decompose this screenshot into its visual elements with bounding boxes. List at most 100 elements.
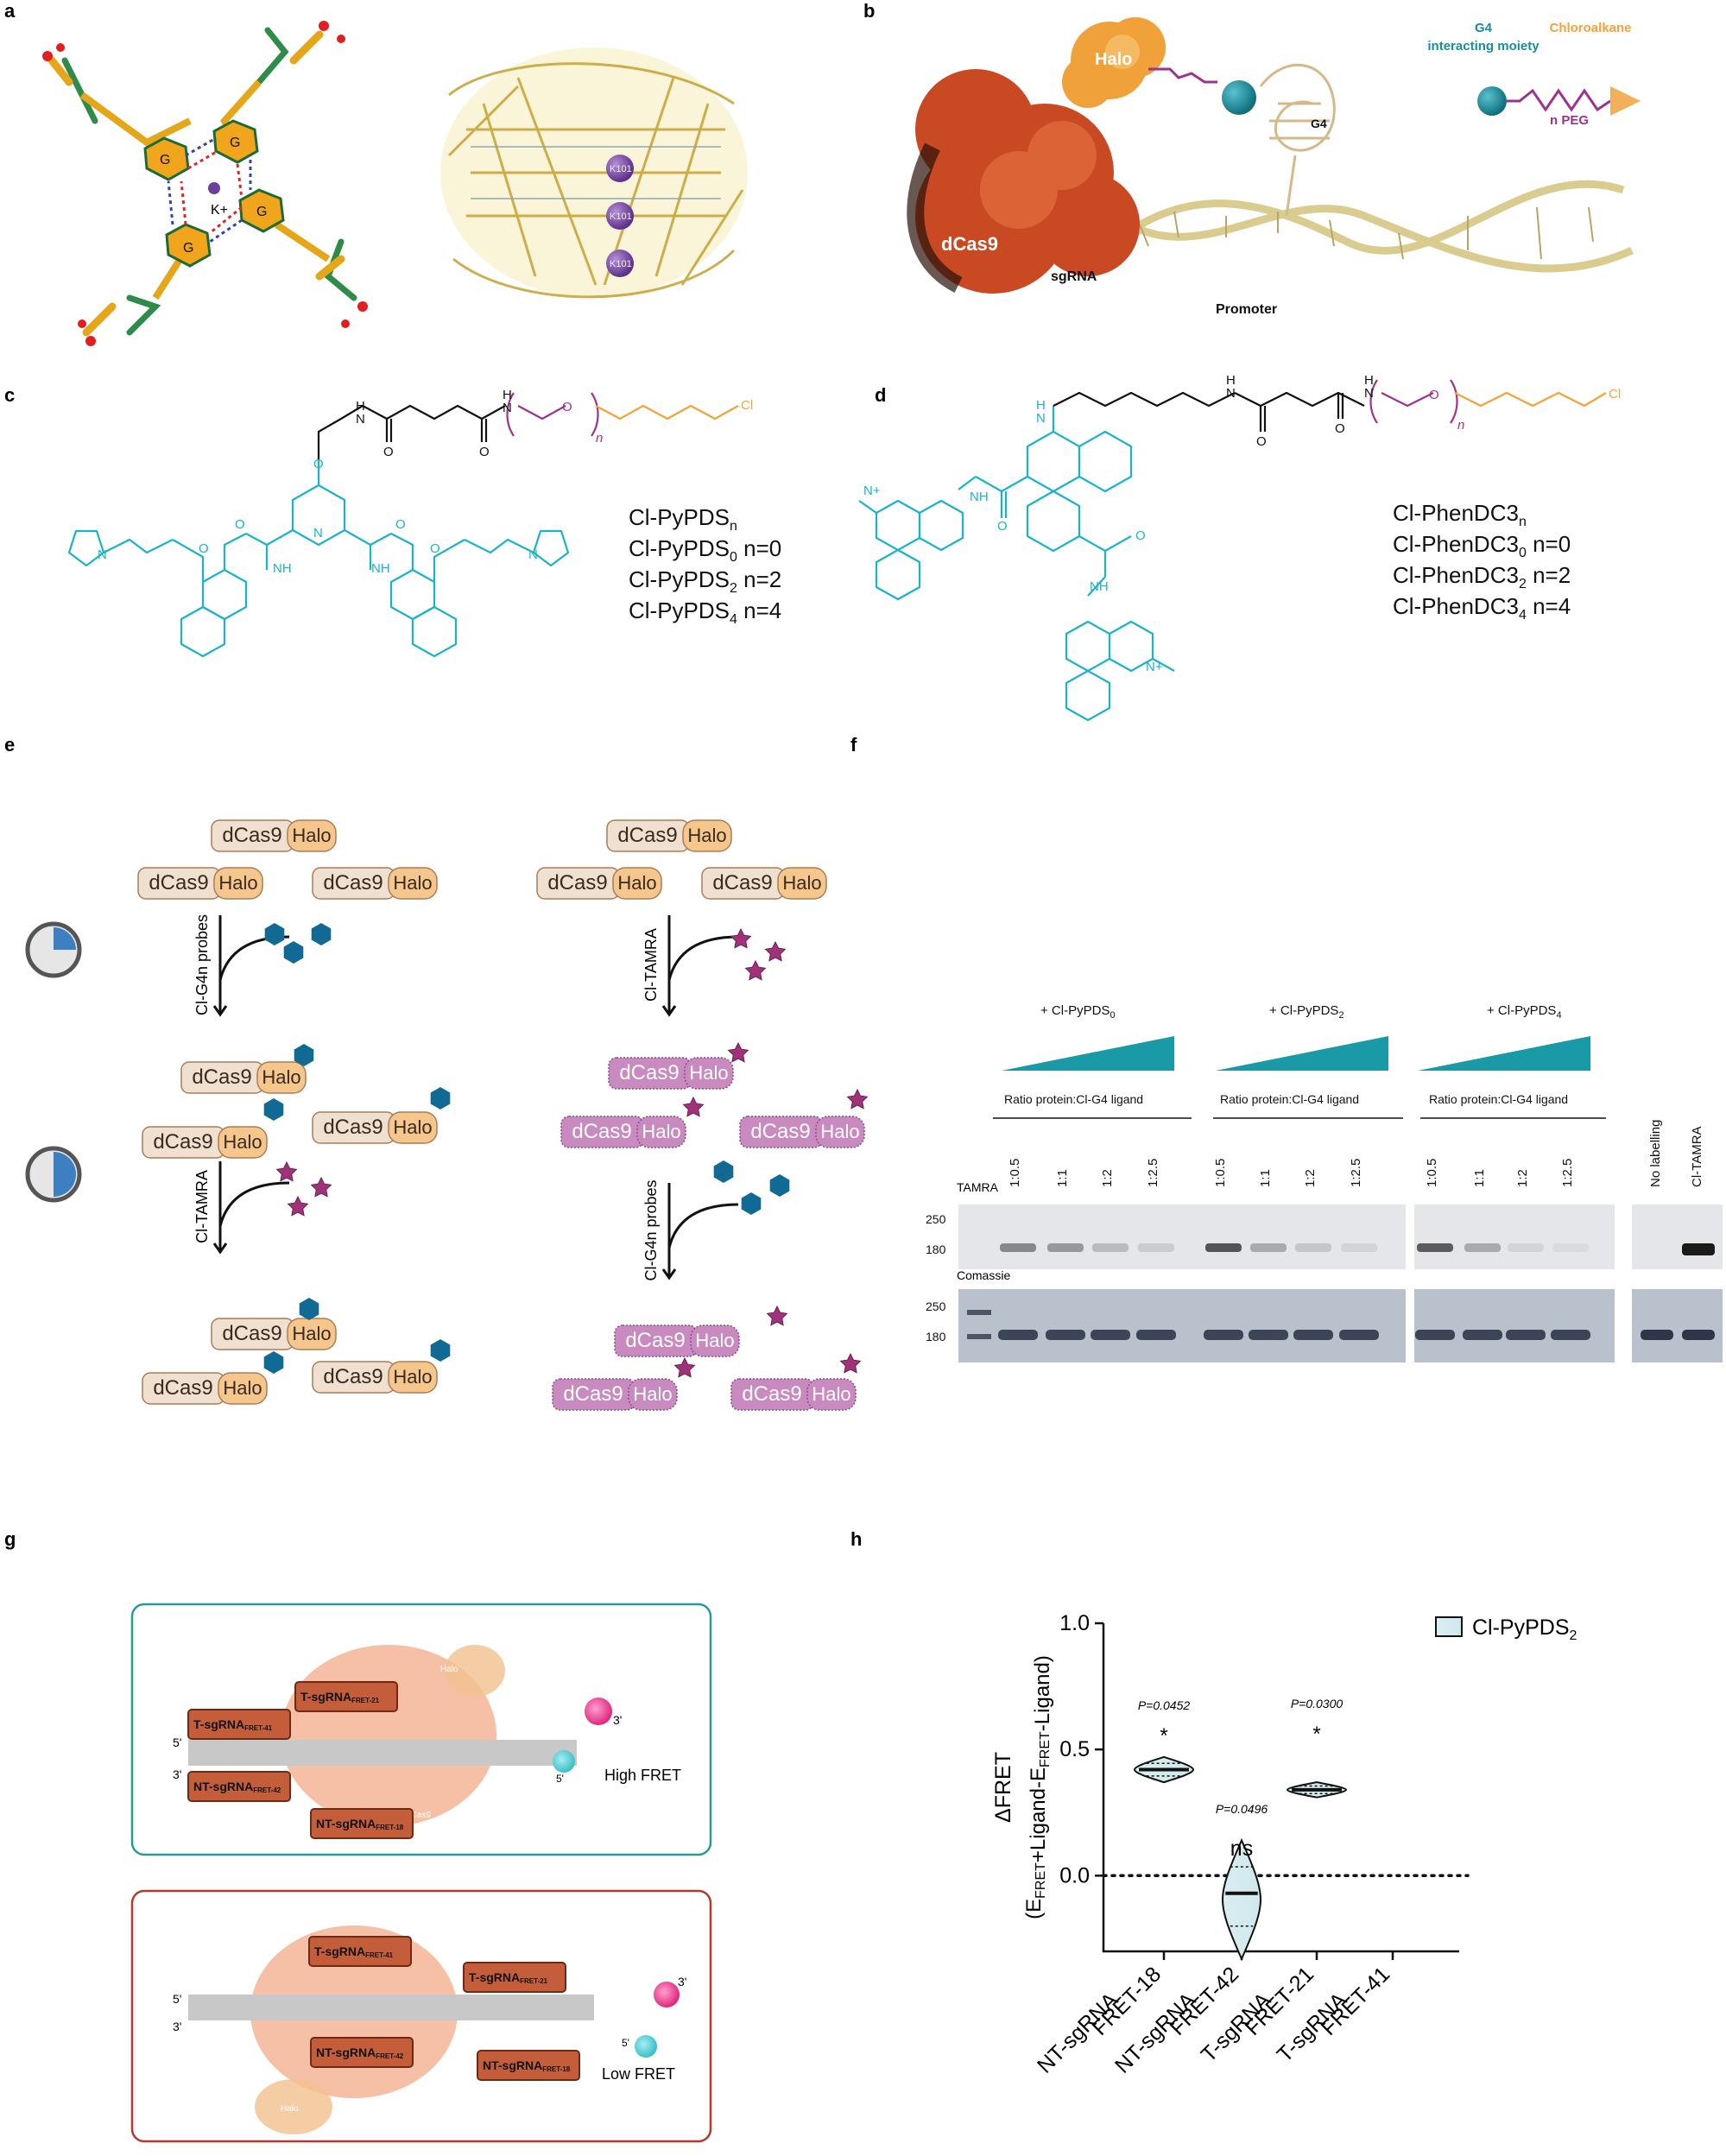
halo-label: Halo	[223, 1131, 262, 1153]
tamra-star	[682, 1096, 705, 1117]
panel-label-g: g	[4, 1528, 16, 1550]
g-label-1: G	[160, 153, 170, 168]
e-left-arrow-2-curve	[218, 1181, 290, 1227]
sgrna-tag-label: T-sgRNAFRET-21	[300, 1690, 380, 1704]
panel-g-schematic: 5'3'3'5'High FRETHalodCas9T-sgRNAFRET-41…	[130, 1603, 712, 2143]
f-ladder-180	[967, 1334, 991, 1339]
e-left-arrow-2-head	[212, 1242, 228, 1255]
g-high-fret: High FRET	[604, 1767, 681, 1784]
halo-label: Halo	[617, 872, 656, 894]
g-label-3: G	[256, 205, 267, 219]
c-name-3: Cl-PyPDS4 n=4	[629, 597, 781, 627]
probe-hexagon	[263, 1098, 284, 1121]
d-atom-nplus1: N+	[863, 484, 881, 498]
panel-label-b: b	[863, 0, 875, 22]
f-tamra-band	[1341, 1243, 1377, 1252]
f-lane-ratio-1-2: 1:2	[1303, 1169, 1318, 1187]
panel-label-d: d	[875, 384, 886, 406]
f-ratio-label-2: Ratio protein:Cl-G4 ligand	[1429, 1092, 1568, 1106]
probe-hexagon	[430, 1339, 451, 1362]
dcas9-label: dCas9	[222, 1322, 281, 1345]
d-atom-o3: O	[997, 519, 1008, 534]
g-3prime-2: 3'	[173, 2020, 181, 2033]
d-atom-o1: O	[1256, 434, 1267, 449]
g-tag-nt42-b: NT-sgRNAFRET-42	[310, 2037, 414, 2068]
halo-box	[388, 1111, 438, 1144]
halo-label: Halo	[812, 1383, 850, 1405]
halo-label: Halo	[782, 872, 821, 894]
halo-label: Halo	[687, 825, 726, 846]
g-halo-1: Halo	[440, 1665, 458, 1674]
g-tag-t21-b: T-sgRNAFRET-21	[463, 1962, 566, 1993]
f-tamra-band	[1464, 1243, 1501, 1252]
f-lane-ratio-0-2: 1:2	[1100, 1169, 1115, 1187]
d-name-2: Cl-PhenDC32 n=2	[1393, 562, 1571, 591]
panel-a-g4-stack: K101 K101 K101	[440, 47, 748, 299]
d-atom-o-peg: O	[1429, 388, 1439, 402]
halo-label: Halo	[393, 1366, 432, 1388]
c-atom-o-peg: O	[562, 400, 572, 414]
e-right-arrow-1-label: Cl-TAMRA	[642, 928, 660, 1002]
h-sig: *	[1160, 1724, 1167, 1748]
f-wedge-0	[1002, 1036, 1174, 1071]
f-wedge-2	[1418, 1036, 1590, 1071]
tamra-star	[839, 1352, 862, 1374]
sgrna-tag-label: NT-sgRNAFRET-42	[316, 2045, 404, 2060]
f-gel-tamra-a	[958, 1204, 1406, 1269]
panel-h-chart: 1.00.50.0ΔFRET(EFRET+Ligand-EFRET-Ligand…	[991, 1611, 1577, 2078]
g-halo-2: Halo	[281, 2104, 299, 2114]
sgrna-tag-box	[310, 1808, 414, 1839]
f-comassie-label: Comassie	[957, 1268, 1010, 1282]
tamra-star	[287, 1195, 309, 1217]
g-acceptor-1	[585, 1698, 612, 1725]
dcas9-label: dCas9	[712, 871, 772, 895]
f-coom-band	[1204, 1330, 1243, 1340]
g-3prime-1: 3'	[173, 1767, 181, 1781]
g-tag-t21: T-sgRNAFRET-21	[294, 1681, 398, 1712]
d-atom-nh2: NH	[1090, 579, 1109, 594]
c-atom-nh2: NH	[371, 561, 390, 576]
c-atom-n-rep: n	[596, 431, 603, 446]
panel-label-a: a	[4, 0, 16, 22]
g-acceptor-2	[654, 1982, 680, 2007]
c-atom-n4: N	[98, 547, 107, 562]
f-coom-band	[1136, 1330, 1176, 1340]
halo-box	[287, 819, 337, 852]
f-coom-band	[1506, 1330, 1546, 1340]
f-ratio-label-1: Ratio protein:Cl-G4 ligand	[1220, 1092, 1359, 1106]
probe-hexagon	[263, 1351, 284, 1374]
sgrna-tag-label: T-sgRNAFRET-21	[469, 1970, 548, 1985]
panel-f-gel: + Cl-PyPDS0 + Cl-PyPDS2 + Cl-PyPDS4 Rati…	[926, 1003, 1723, 1363]
e-right-top-3: dCas9 Halo	[701, 867, 827, 900]
panel-label-h: h	[850, 1528, 862, 1550]
tamra-star	[846, 1088, 869, 1110]
f-tamra-band	[1205, 1243, 1242, 1252]
halo-box	[777, 867, 827, 900]
h-quartile	[1230, 1866, 1254, 1927]
h-ylabel-sub: (EFRET+Ligand-EFRET-Ligand)	[1022, 1655, 1054, 1919]
sgrna-tag-box	[463, 1962, 566, 1993]
tamra-star	[744, 959, 767, 981]
d-atom-nh1: NH	[970, 490, 989, 504]
d-name-1: Cl-PhenDC30 n=0	[1393, 531, 1571, 560]
g-tag-nt18: NT-sgRNAFRET-18	[310, 1808, 414, 1839]
sgrna-tag-label: NT-sgRNAFRET-18	[316, 1817, 404, 1831]
f-coom-band	[1551, 1330, 1590, 1340]
g-halo-blob-1	[445, 1645, 505, 1697]
g-tag-nt18-b: NT-sgRNAFRET-18	[477, 2050, 580, 2081]
halo-label: Halo	[218, 872, 257, 894]
halo-label: Halo	[689, 1062, 728, 1084]
d-name-0: Cl-PhenDC3n	[1393, 500, 1527, 529]
clock-hand	[54, 927, 76, 950]
c-atom-n1: N	[356, 412, 365, 427]
tamra-star	[673, 1356, 696, 1378]
f-ladder-250	[967, 1310, 991, 1315]
k-ion-1	[606, 155, 634, 182]
panel-d-structure	[858, 379, 1607, 722]
f-tamra-band	[1092, 1243, 1129, 1252]
c-atom-o4: O	[235, 517, 245, 532]
